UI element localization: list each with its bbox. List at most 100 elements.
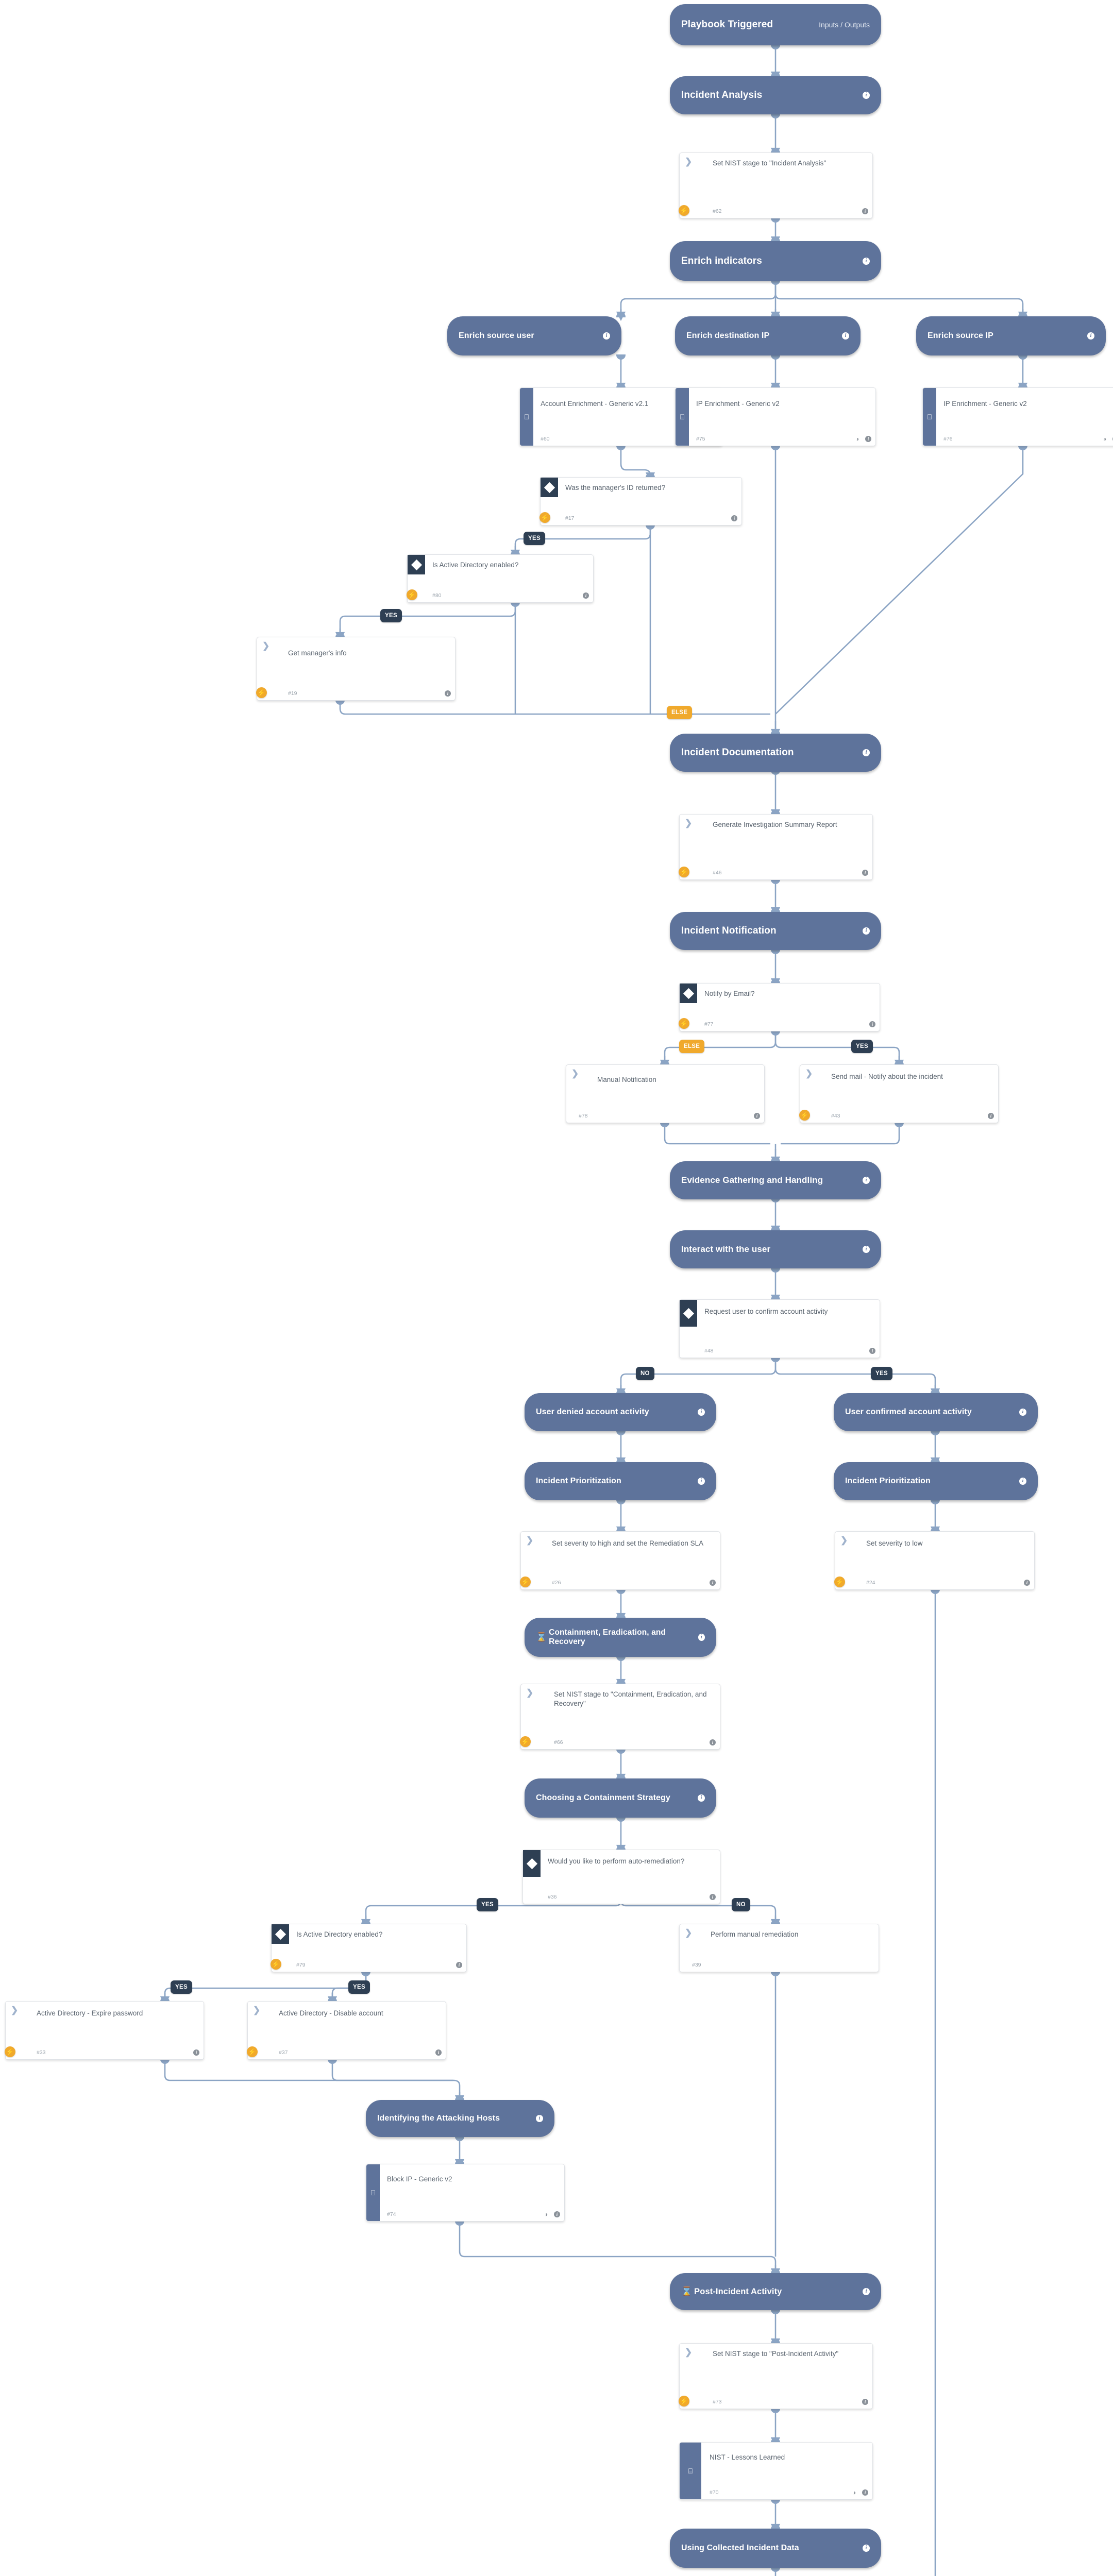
branch-badge-else-notify[interactable]: ELSE xyxy=(679,1040,705,1053)
branch-badge-yes-confirm[interactable]: YES xyxy=(871,1367,892,1380)
task-number: #36 xyxy=(548,1894,557,1900)
stage-user-denied-account-activity[interactable]: User denied account activity i xyxy=(525,1393,716,1431)
info-icon[interactable]: i xyxy=(862,208,868,214)
task-card-generate-investigation-summary-report-46[interactable]: ❯ Generate Investigation Summary Report … xyxy=(679,814,873,880)
info-icon[interactable]: i xyxy=(1019,1409,1026,1416)
branch-badge-yes-ad-left[interactable]: YES xyxy=(171,1980,192,1994)
info-icon[interactable]: i xyxy=(710,1894,716,1900)
task-card-perform-manual-remediation[interactable]: ❯ Perform manual remediation #39 xyxy=(679,1924,879,1972)
info-icon[interactable]: i xyxy=(710,1739,716,1745)
task-card-set-severity-high-remediation-sla[interactable]: ❯ Set severity to high and set the Remed… xyxy=(520,1531,720,1590)
info-icon[interactable]: i xyxy=(710,1580,716,1586)
task-card-nist-lessons-learned[interactable]: ⌸ NIST - Lessons Learned #70 ◑ i xyxy=(679,2442,873,2500)
info-icon[interactable]: i xyxy=(863,749,870,756)
eye-icon[interactable]: ◑ xyxy=(544,2211,548,2218)
task-card-block-ip-generic[interactable]: ⌸ Block IP - Generic v2 #74 ◑ i xyxy=(366,2164,565,2222)
branch-badge-else-enrich[interactable]: ELSE xyxy=(667,706,693,719)
task-card-was-managers-id-returned[interactable]: Was the manager's ID returned? ⚡ #17 i xyxy=(539,477,742,526)
task-card-notify-by-email[interactable]: Notify by Email? ⚡ #77 i xyxy=(679,983,880,1031)
info-icon[interactable]: i xyxy=(869,1021,875,1027)
task-card-send-mail-notify-about-the-incident[interactable]: ❯ Send mail - Notify about the incident … xyxy=(799,1064,999,1123)
info-icon[interactable]: i xyxy=(862,2399,868,2405)
info-icon[interactable]: i xyxy=(698,1794,705,1802)
task-card-ip-enrichment-destination[interactable]: ⌸ IP Enrichment - Generic v2 #75 ◑ i xyxy=(675,387,876,446)
info-icon[interactable]: i xyxy=(456,1962,462,1968)
info-icon[interactable]: i xyxy=(698,1478,705,1485)
info-icon[interactable]: i xyxy=(863,2545,870,2552)
info-icon[interactable]: i xyxy=(863,927,870,935)
task-card-request-user-to-confirm-account-activity[interactable]: Request user to confirm account activity… xyxy=(679,1299,880,1358)
info-icon[interactable]: i xyxy=(865,436,871,442)
info-icon[interactable]: i xyxy=(731,515,737,521)
task-card-set-nist-stage-containment[interactable]: ❯ Set NIST stage to "Containment, Eradic… xyxy=(520,1684,720,1750)
info-icon[interactable]: i xyxy=(1019,1478,1026,1485)
stage-incident-analysis[interactable]: Incident Analysis i xyxy=(670,76,881,114)
task-card-manual-notification[interactable]: ❯ Manual Notification #78 i xyxy=(566,1064,765,1123)
eye-icon[interactable]: ◑ xyxy=(855,435,859,443)
automation-bolt-icon: ⚡ xyxy=(520,1577,531,1587)
stage-evidence-gathering[interactable]: Evidence Gathering and Handling i xyxy=(670,1161,881,1199)
info-icon[interactable]: i xyxy=(862,870,868,876)
task-card-active-directory-disable-account[interactable]: ❯ Active Directory - Disable account ⚡ #… xyxy=(247,2001,446,2060)
info-icon[interactable]: i xyxy=(603,332,610,340)
task-card-would-you-like-to-perform-auto-remediation[interactable]: Would you like to perform auto-remediati… xyxy=(522,1850,720,1904)
task-card-get-managers-info[interactable]: ❯ Get manager's info ⚡ #19 i xyxy=(256,637,456,701)
stage-containment-eradication-recovery[interactable]: ⌛ Containment, Eradication, and Recovery… xyxy=(525,1618,716,1657)
task-card-is-active-directory-enabled-80[interactable]: Is Active Directory enabled? ⚡ #80 i xyxy=(407,554,594,603)
info-icon[interactable]: i xyxy=(435,2049,442,2056)
task-number: #76 xyxy=(943,436,953,442)
task-card-set-nist-stage-incident-analysis[interactable]: ❯ Set NIST stage to "Incident Analysis" … xyxy=(679,152,873,218)
stage-incident-documentation[interactable]: Incident Documentation i xyxy=(670,734,881,772)
info-icon[interactable]: i xyxy=(1024,1580,1030,1586)
stage-incident-prioritization-left[interactable]: Incident Prioritization i xyxy=(525,1462,716,1500)
info-icon[interactable]: i xyxy=(863,2288,870,2295)
info-icon[interactable]: i xyxy=(193,2049,199,2056)
stage-playbook-triggered[interactable]: Playbook Triggered Inputs / Outputs xyxy=(670,4,881,45)
info-icon[interactable]: i xyxy=(988,1113,994,1119)
info-icon[interactable]: i xyxy=(445,690,451,697)
branch-badge-no-confirm[interactable]: NO xyxy=(636,1367,654,1380)
task-card-ip-enrichment-source[interactable]: ⌸ IP Enrichment - Generic v2 #76 ◑ i xyxy=(922,387,1113,446)
task-card-is-active-directory-enabled-79[interactable]: Is Active Directory enabled? ⚡ #79 i xyxy=(271,1924,467,1972)
stage-enrich-destination-ip[interactable]: Enrich destination IP i xyxy=(675,316,861,355)
info-icon[interactable]: i xyxy=(842,332,849,340)
inputs-outputs-label[interactable]: Inputs / Outputs xyxy=(819,21,870,29)
info-icon[interactable]: i xyxy=(583,592,589,599)
task-card-set-severity-to-low[interactable]: ❯ Set severity to low ⚡ #24 i xyxy=(834,1531,1035,1590)
task-title: Is Active Directory enabled? xyxy=(432,561,519,569)
info-icon[interactable]: i xyxy=(863,257,870,265)
info-icon[interactable]: i xyxy=(863,1177,870,1184)
eye-icon[interactable]: ◑ xyxy=(1103,435,1107,443)
stage-enrich-source-ip[interactable]: Enrich source IP i xyxy=(916,316,1106,355)
branch-badge-yes-t80[interactable]: YES xyxy=(380,609,402,622)
branch-badge-no-autoremed[interactable]: NO xyxy=(732,1898,750,1911)
task-card-set-nist-stage-post-incident[interactable]: ❯ Set NIST stage to "Post-Incident Activ… xyxy=(679,2343,873,2409)
info-icon[interactable]: i xyxy=(862,2489,868,2496)
branch-badge-yes-t17[interactable]: YES xyxy=(524,532,545,545)
stage-incident-notification[interactable]: Incident Notification i xyxy=(670,912,881,950)
stage-interact-with-the-user[interactable]: Interact with the user i xyxy=(670,1230,881,1268)
stage-incident-prioritization-right[interactable]: Incident Prioritization i xyxy=(834,1462,1038,1500)
stage-enrich-indicators[interactable]: Enrich indicators i xyxy=(670,241,881,281)
info-icon[interactable]: i xyxy=(698,1409,705,1416)
info-icon[interactable]: i xyxy=(863,1246,870,1253)
stage-enrich-source-user[interactable]: Enrich source user i xyxy=(447,316,621,355)
branch-badge-yes-ad-right[interactable]: YES xyxy=(348,1980,370,1994)
info-icon[interactable]: i xyxy=(554,2211,560,2217)
info-icon[interactable]: i xyxy=(754,1113,760,1119)
stage-user-confirmed-account-activity[interactable]: User confirmed account activity i xyxy=(834,1393,1038,1431)
stage-identifying-the-attacking-hosts[interactable]: Identifying the Attacking Hosts i xyxy=(366,2100,554,2137)
stage-choosing-a-containment-strategy[interactable]: Choosing a Containment Strategy i xyxy=(525,1778,716,1818)
eye-icon[interactable]: ◑ xyxy=(852,2489,856,2496)
stage-post-incident-activity[interactable]: ⌛ Post-Incident Activity i xyxy=(670,2273,881,2310)
info-icon[interactable]: i xyxy=(536,2115,543,2122)
info-icon[interactable]: i xyxy=(863,92,870,99)
condition-header xyxy=(523,1850,541,1877)
branch-badge-yes-notify[interactable]: YES xyxy=(851,1040,873,1053)
info-icon[interactable]: i xyxy=(1087,332,1094,340)
branch-badge-yes-autoremed[interactable]: YES xyxy=(477,1898,498,1911)
info-icon[interactable]: i xyxy=(698,1634,705,1641)
task-card-active-directory-expire-password[interactable]: ❯ Active Directory - Expire password ⚡ #… xyxy=(5,2001,204,2060)
stage-using-collected-incident-data[interactable]: Using Collected Incident Data i xyxy=(670,2529,881,2568)
info-icon[interactable]: i xyxy=(869,1348,875,1354)
